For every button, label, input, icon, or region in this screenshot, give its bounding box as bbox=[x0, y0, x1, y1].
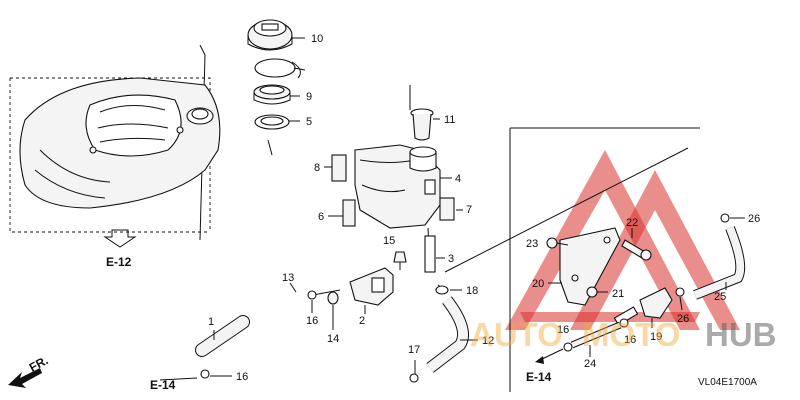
cap-gasket bbox=[254, 58, 301, 79]
clip-18 bbox=[435, 285, 449, 295]
clip-16a bbox=[307, 290, 317, 300]
callout-6: 6 bbox=[318, 211, 324, 223]
callout-12: 12 bbox=[482, 335, 494, 347]
tube-24 bbox=[570, 321, 622, 349]
callout-1: 1 bbox=[208, 316, 214, 328]
callout-5: 5 bbox=[306, 116, 312, 128]
tank-mount-7 bbox=[439, 197, 455, 221]
callout-25: 25 bbox=[714, 291, 726, 303]
fuel-tank bbox=[354, 144, 441, 229]
callout-26-a: 26 bbox=[748, 213, 760, 225]
clip-26b bbox=[675, 287, 685, 297]
fuel-cap bbox=[247, 19, 293, 51]
callout-4: 4 bbox=[455, 173, 461, 185]
shroud-assembly bbox=[9, 44, 221, 241]
bolt-23 bbox=[546, 237, 569, 249]
watermark-text: AUTO MOTO HUB bbox=[470, 316, 777, 353]
callout-3: 3 bbox=[448, 253, 454, 265]
diagram-code: VL04E1700A bbox=[698, 377, 757, 388]
callout-9: 9 bbox=[306, 91, 312, 103]
clip-16d bbox=[619, 318, 629, 328]
callout-10: 10 bbox=[311, 33, 323, 45]
e12-arrow bbox=[103, 229, 137, 248]
ref-e12: E-12 bbox=[106, 255, 132, 269]
callout-23: 23 bbox=[526, 238, 538, 250]
fuel-valve bbox=[349, 267, 394, 306]
callout-8: 8 bbox=[314, 162, 320, 174]
clip-16c bbox=[563, 342, 573, 352]
tank-mount-8 bbox=[331, 154, 347, 182]
subassembly-box bbox=[509, 127, 700, 392]
callout-14: 14 bbox=[327, 333, 339, 345]
washer-14 bbox=[327, 291, 339, 305]
callout-2: 2 bbox=[359, 315, 365, 327]
watermark-moto: MOTO bbox=[582, 316, 680, 353]
callout-11: 11 bbox=[444, 114, 455, 126]
callout-20: 20 bbox=[532, 278, 544, 290]
bracket-20 bbox=[559, 227, 621, 306]
fuel-strainer bbox=[409, 85, 440, 141]
callout-13: 13 bbox=[282, 272, 294, 284]
fuel-tube-1 bbox=[195, 315, 250, 357]
ref-e14-right: E-14 bbox=[526, 370, 552, 384]
callout-16-a: 16 bbox=[306, 315, 318, 327]
callout-7: 7 bbox=[466, 204, 472, 216]
clip-16b bbox=[200, 369, 210, 379]
callout-19: 19 bbox=[650, 331, 662, 343]
ref-e14-left: E-14 bbox=[150, 378, 176, 392]
tank-mount-6 bbox=[342, 199, 356, 227]
callout-18: 18 bbox=[466, 285, 478, 297]
bolt-22 bbox=[621, 239, 652, 261]
watermark-hub: HUB bbox=[705, 316, 777, 353]
callout-26-b: 26 bbox=[677, 313, 689, 325]
watermark-logo bbox=[505, 150, 740, 330]
callout-21: 21 bbox=[612, 288, 624, 300]
strainer-nut bbox=[253, 84, 291, 105]
callout-16-b: 16 bbox=[236, 371, 248, 383]
front-arrow bbox=[8, 368, 42, 388]
bolt-15 bbox=[393, 251, 407, 270]
ref-fr: FR. bbox=[27, 353, 51, 374]
callout-22: 22 bbox=[626, 217, 638, 229]
bolt-21 bbox=[586, 286, 608, 298]
callout-16-d: 16 bbox=[624, 334, 636, 346]
callout-15: 15 bbox=[383, 235, 395, 247]
watermark-auto: AUTO bbox=[470, 316, 563, 353]
drain-bolt bbox=[424, 235, 436, 273]
clip-26a bbox=[720, 213, 730, 223]
callout-17: 17 bbox=[408, 344, 420, 356]
seal-ring bbox=[254, 114, 290, 130]
clip-17 bbox=[409, 373, 419, 383]
callout-16-c: 16 bbox=[557, 324, 569, 336]
callout-24: 24 bbox=[584, 358, 596, 370]
